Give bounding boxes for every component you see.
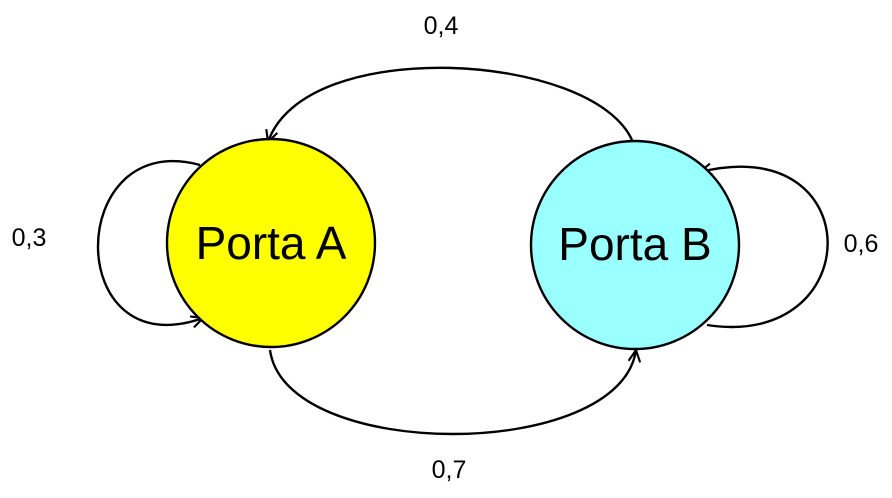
edge-a-self-loop [96,159,203,325]
edge-label-a-to-b: 0,7 [432,456,467,484]
edge-label-b-to-a: 0,4 [424,12,459,40]
edge-a-to-b [268,350,636,436]
edge-b-to-a [268,66,634,142]
edge-label-b-self: 0,6 [844,230,879,258]
node-porta-a-label: Porta A [196,217,347,269]
edge-b-self-loop [700,167,829,329]
node-porta-b-label: Porta B [558,218,711,270]
node-porta-a [165,137,377,349]
node-porta-b [529,139,741,351]
edge-label-a-self: 0,3 [12,224,47,252]
